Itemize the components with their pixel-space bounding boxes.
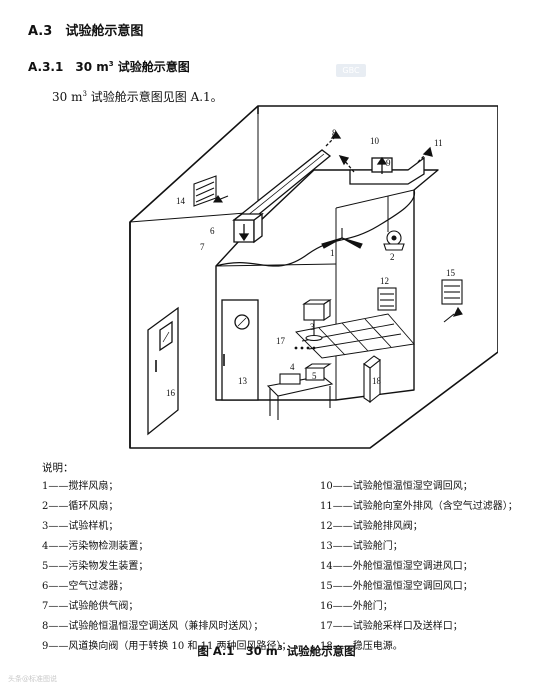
- legend-item: 4——污染物检测装置；: [42, 541, 149, 552]
- section-title: 试验舱示意图: [65, 24, 144, 39]
- figure-caption: 图 A.1 30 m3 试验舱示意图: [197, 644, 356, 658]
- exhaust-vent: [377, 287, 397, 311]
- legend-item: 11——试验舱向室外排风（含空气过滤器）；: [320, 501, 518, 512]
- legend-column-right: 10——试验舱恒温恒湿空调回风； 11——试验舱向室外排风（含空气过滤器）； 1…: [320, 477, 518, 657]
- legend-item: 18——稳压电源。: [320, 641, 403, 652]
- legend-item: 14——外舱恒温恒湿空调进风口；: [320, 561, 473, 572]
- legend-item: 9——风道换向阀（用于转换 10 和 11 两种回风路径）；: [42, 641, 292, 652]
- legend: 1——搅拌风扇； 2——循环风扇； 3——试验样机； 4——污染物检测装置； 5…: [42, 477, 542, 652]
- legend-item: 17——试验舱采样口及送样口；: [320, 621, 463, 632]
- section-number: A.3: [28, 24, 53, 39]
- label-18: 18: [372, 376, 382, 386]
- label-15: 15: [446, 268, 456, 278]
- label-17: 17: [276, 336, 286, 346]
- legend-item: 12——试验舱排风阀；: [320, 521, 423, 532]
- legend-item: 6——空气过滤器；: [42, 581, 129, 592]
- legend-column-left: 1——搅拌风扇； 2——循环风扇； 3——试验样机； 4——污染物检测装置； 5…: [42, 477, 292, 657]
- legend-item: 8——试验舱恒温恒湿空调送风（兼排风时送风）；: [42, 621, 264, 632]
- label-12: 12: [380, 276, 389, 286]
- label-9: 9: [386, 158, 391, 168]
- test-sample-machine: [303, 303, 325, 321]
- legend-item: 5——污染物发生装置；: [42, 561, 149, 572]
- watermark-logo: GBC: [336, 64, 366, 77]
- subsection-number: A.3.1: [28, 60, 64, 74]
- label-3: 3: [310, 322, 315, 332]
- legend-item: 3——试验样机；: [42, 521, 119, 532]
- section-heading: A.3 试验舱示意图: [28, 20, 143, 39]
- body-paragraph: 30 m3 试验舱示意图见图 A.1。: [52, 90, 223, 104]
- legend-item: 15——外舱恒温恒湿空调回风口；: [320, 581, 473, 592]
- pollutant-detector: [279, 373, 301, 385]
- legend-item: 10——试验舱恒温恒湿空调回风；: [320, 481, 473, 492]
- label-8: 8: [332, 128, 337, 138]
- label-4: 4: [290, 362, 295, 372]
- subsection-heading: A.3.1 30 m3 试验舱示意图: [28, 60, 190, 74]
- label-11: 11: [434, 138, 443, 148]
- label-10: 10: [370, 136, 380, 146]
- legend-item: 13——试验舱门；: [320, 541, 403, 552]
- label-6: 6: [210, 226, 215, 236]
- label-13: 13: [238, 376, 248, 386]
- legend-item: 7——试验舱供气阀；: [42, 601, 139, 612]
- legend-title: 说明：: [42, 462, 74, 474]
- stirring-fan: [321, 237, 363, 249]
- legend-item: 1——搅拌风扇；: [42, 481, 119, 492]
- label-16: 16: [166, 388, 176, 398]
- label-14: 14: [176, 196, 186, 206]
- label-1: 1: [330, 248, 335, 258]
- chamber-floor-grid: [295, 313, 415, 359]
- footer-watermark: 头条@标准图说: [8, 675, 57, 683]
- legend-item: 16——外舱门；: [320, 601, 393, 612]
- label-2: 2: [390, 252, 395, 262]
- label-5: 5: [312, 371, 317, 381]
- test-chamber-diagram: 8 10 11 9 14 6 7 1 2 12 15 3 17 13 4 5 1…: [129, 105, 498, 449]
- legend-item: 2——循环风扇；: [42, 501, 119, 512]
- label-7: 7: [200, 242, 205, 252]
- detection-table: [266, 375, 334, 397]
